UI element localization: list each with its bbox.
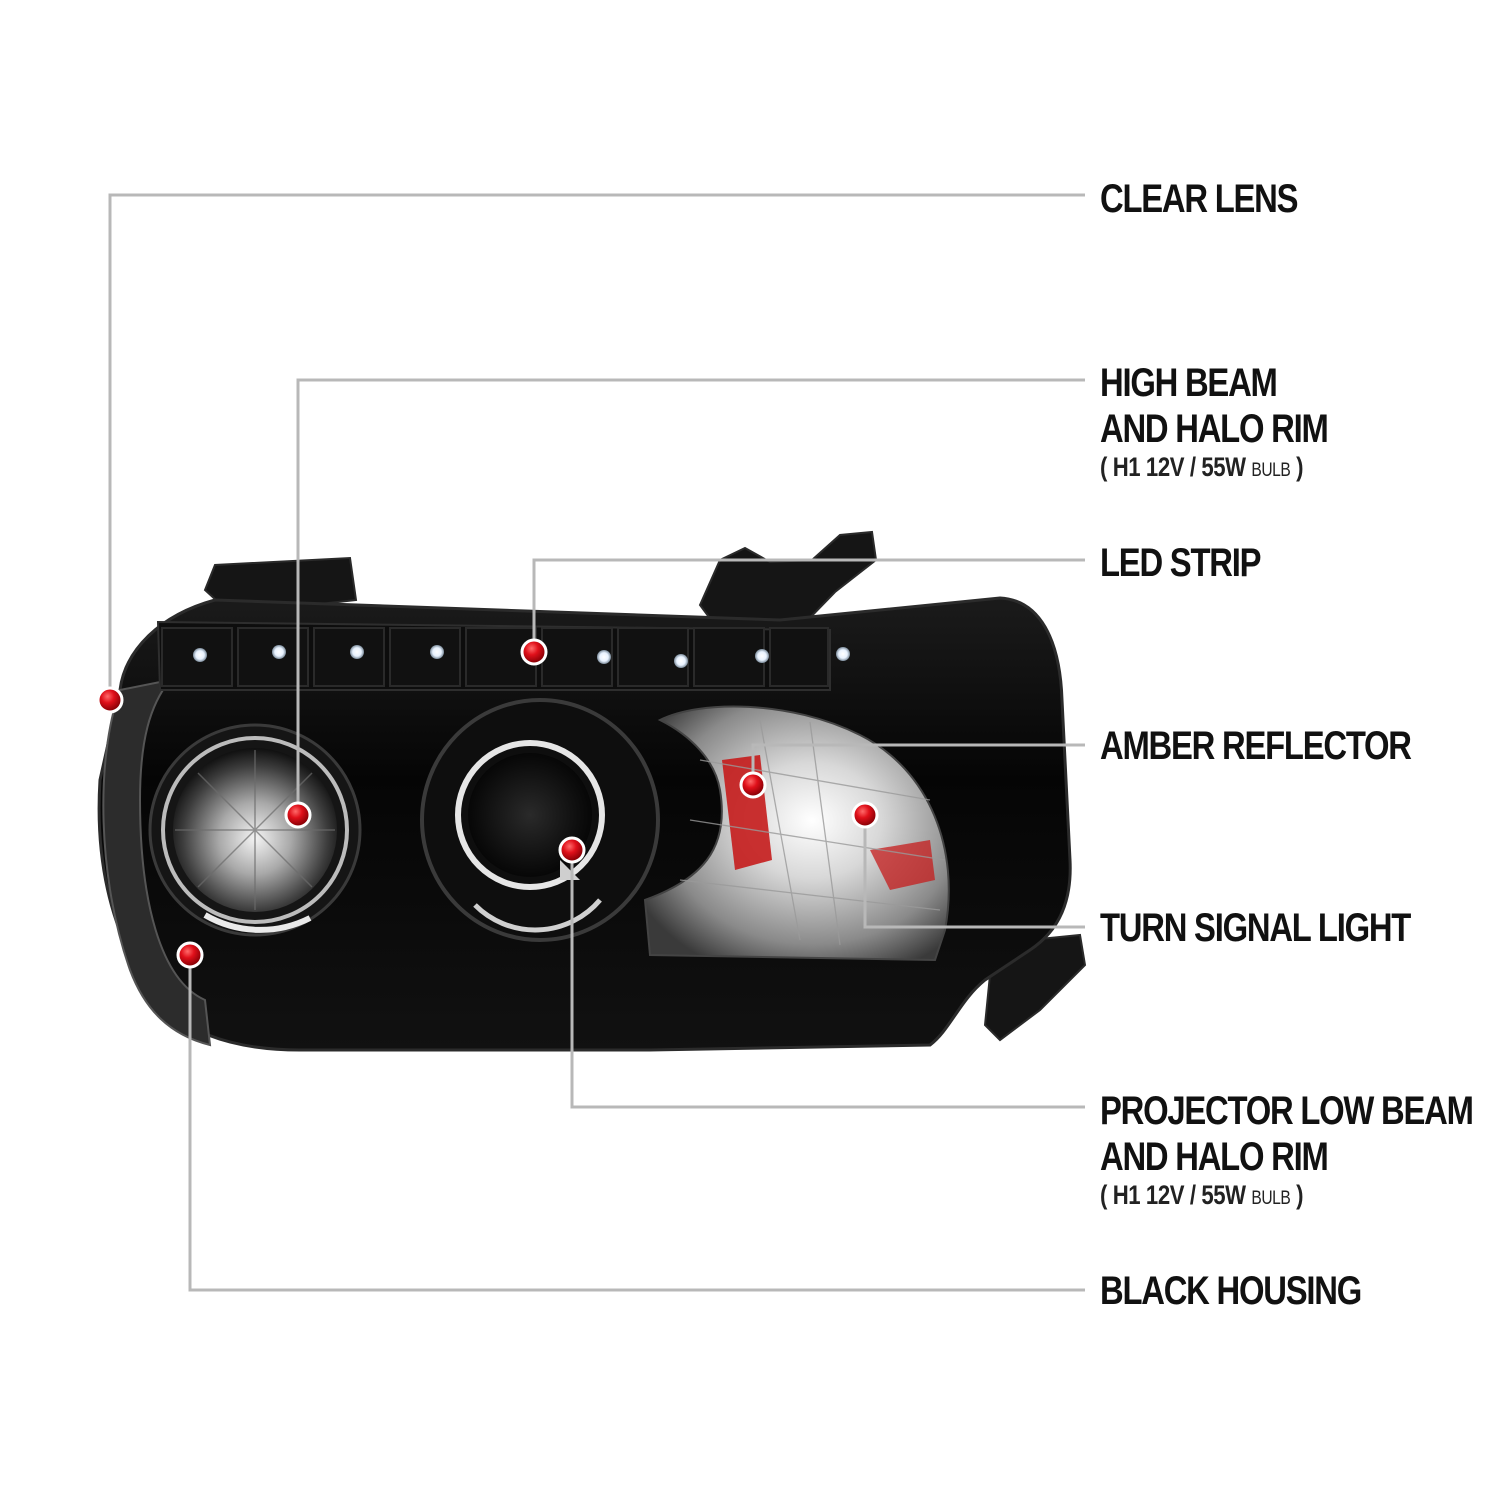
callout-amber-reflector: AMBER REFLECTOR [1100,723,1479,769]
marker-high-beam [284,801,312,829]
callout-led-strip: LED STRIP [1100,540,1295,586]
callout-projector-line2: AND HALO RIM [1100,1135,1329,1179]
high-beam-spec-close: ) [1290,452,1304,482]
callout-high-beam-spec: ( H1 12V / 55W BULB ) [1100,454,1328,481]
marker-led-strip [520,638,548,666]
callout-projector-line1: PROJECTOR LOW BEAM [1100,1089,1474,1133]
marker-black-housing [176,941,204,969]
led-strip [156,620,850,691]
marker-projector [558,836,586,864]
callout-turn-signal: TURN SIGNAL LIGHT [1100,905,1478,951]
high-beam-spec-text: ( H1 12V / 55W [1100,452,1252,482]
callout-high-beam-line2: AND HALO RIM [1100,407,1329,451]
leader-lines [108,193,1085,1292]
callout-clear-lens: CLEAR LENS [1100,176,1341,222]
marker-clear-lens [96,686,124,714]
high-beam-spec-bulb: BULB [1251,460,1291,481]
callout-high-beam-line1: HIGH BEAM [1100,361,1278,405]
marker-dots [96,638,879,969]
callout-amber-reflector-label: AMBER REFLECTOR [1100,724,1412,768]
projector-spec-close: ) [1290,1180,1304,1210]
projector-spec-bulb: BULB [1251,1188,1291,1209]
projector-assembly [420,698,660,942]
callout-clear-lens-label: CLEAR LENS [1100,177,1299,221]
callout-projector-spec: ( H1 12V / 55W BULB ) [1100,1182,1473,1209]
callout-led-strip-label: LED STRIP [1100,541,1261,585]
callout-black-housing: BLACK HOUSING [1100,1268,1418,1314]
marker-amber-reflector [739,771,767,799]
marker-turn-signal [851,801,879,829]
callout-projector: PROJECTOR LOW BEAM AND HALO RIM ( H1 12V… [1100,1088,1500,1209]
clear-lens-edge [102,678,212,1047]
callout-black-housing-label: BLACK HOUSING [1100,1269,1362,1313]
callout-high-beam: HIGH BEAM AND HALO RIM ( H1 12V / 55W BU… [1100,360,1378,481]
amber-reflector-assembly [643,705,950,962]
projector-spec-text: ( H1 12V / 55W [1100,1180,1252,1210]
high-beam-assembly [148,723,362,937]
callout-turn-signal-label: TURN SIGNAL LIGHT [1100,906,1411,950]
